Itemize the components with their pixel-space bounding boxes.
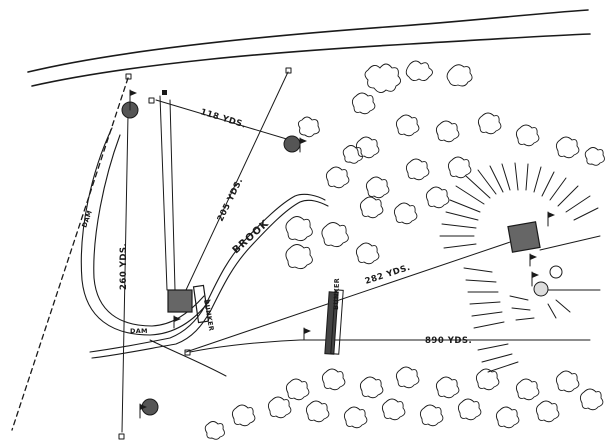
distance-label-890: 890 YDS.	[425, 336, 472, 346]
tree-icon	[425, 186, 450, 209]
tree-icon	[355, 242, 380, 265]
tree-icon	[297, 116, 320, 138]
distance-label-118: 118 YDS.	[199, 107, 247, 130]
green-icon	[533, 281, 549, 297]
tree-icon	[457, 398, 482, 421]
tree-icon	[359, 196, 384, 219]
dam-label-upper: DAM	[80, 209, 94, 228]
tee-marker-icon	[125, 73, 132, 80]
tree-icon	[285, 244, 313, 270]
flag-icon	[129, 89, 137, 111]
tree-icon	[231, 404, 256, 427]
tree-icon	[204, 421, 225, 440]
tree-icon	[355, 136, 380, 159]
tee-marker-icon	[162, 90, 167, 95]
tee-marker-icon	[184, 349, 191, 356]
flag-icon	[139, 403, 147, 419]
bunker-upper	[192, 284, 210, 324]
map-labels: 118 YDS. 205 YDS. 260 YDS. 282 YDS. 890 …	[80, 107, 472, 346]
hill-hatching	[439, 162, 599, 373]
tree-icon	[351, 92, 376, 115]
greens	[121, 101, 563, 416]
tree-icon	[285, 216, 313, 242]
flag-icon	[531, 271, 539, 287]
flags	[129, 89, 555, 419]
flag-icon	[303, 327, 311, 341]
distance-lines	[121, 71, 601, 433]
tree-icon	[475, 368, 500, 391]
tree-icon	[395, 366, 420, 389]
tree-icon	[343, 406, 368, 429]
boundary-dashed-line	[11, 77, 129, 431]
tree-icon	[495, 406, 520, 429]
tee-marker-icon	[285, 67, 292, 74]
tree-icon	[447, 156, 472, 179]
bunkers	[192, 284, 344, 355]
tree-icon	[515, 378, 540, 401]
tree-icon	[285, 378, 310, 401]
tree-icon	[305, 400, 330, 423]
flag-icon	[529, 253, 537, 267]
tree-icon	[555, 136, 580, 159]
dam-label-lower: DAM	[130, 327, 148, 335]
flag-icon	[547, 211, 555, 227]
tree-icon	[267, 396, 292, 419]
tree-icon	[342, 145, 363, 164]
brook-stream	[89, 193, 329, 377]
tree-icon	[395, 114, 420, 137]
tree-icon	[393, 202, 418, 225]
tree-clusters	[285, 60, 605, 270]
distance-label-205: 205 YDS.	[216, 176, 246, 223]
tree-icon	[435, 376, 460, 399]
bunker-lower	[324, 291, 339, 355]
tree-icon	[325, 166, 350, 189]
tree-icon	[381, 398, 406, 421]
green-icon	[283, 135, 301, 153]
tree-icon	[477, 112, 502, 135]
tree-icon	[419, 404, 444, 427]
tree-icon	[365, 176, 390, 199]
tree-icon	[579, 388, 604, 411]
green-icon	[507, 221, 541, 253]
green-icon	[167, 289, 193, 313]
tree-icon	[584, 147, 605, 166]
tree-icon	[364, 63, 401, 93]
flag-icon	[173, 315, 181, 329]
brook-label: BROOK	[231, 218, 272, 257]
tree-icon	[405, 158, 430, 181]
distance-label-260: 260 YDS.	[119, 243, 129, 290]
tree-icon	[555, 370, 580, 393]
tree-icon	[321, 222, 349, 248]
green-icon	[549, 265, 563, 279]
tree-icon	[359, 376, 384, 399]
bunker-label-lower: BUNKER	[332, 278, 341, 310]
tree-icon	[435, 120, 460, 143]
tree-icon	[515, 124, 540, 147]
tree-icon	[321, 368, 346, 391]
tree-icon	[446, 64, 473, 87]
tee-marker-icon	[118, 433, 125, 440]
tree-clusters-bottom	[204, 366, 604, 440]
fairway-outline	[80, 127, 211, 336]
road	[27, 9, 591, 87]
tee-marker-icon	[148, 97, 155, 104]
tree-icon	[535, 400, 560, 423]
flag-icon	[299, 137, 307, 153]
tee-markers	[118, 67, 292, 440]
tree-icon	[405, 60, 433, 82]
